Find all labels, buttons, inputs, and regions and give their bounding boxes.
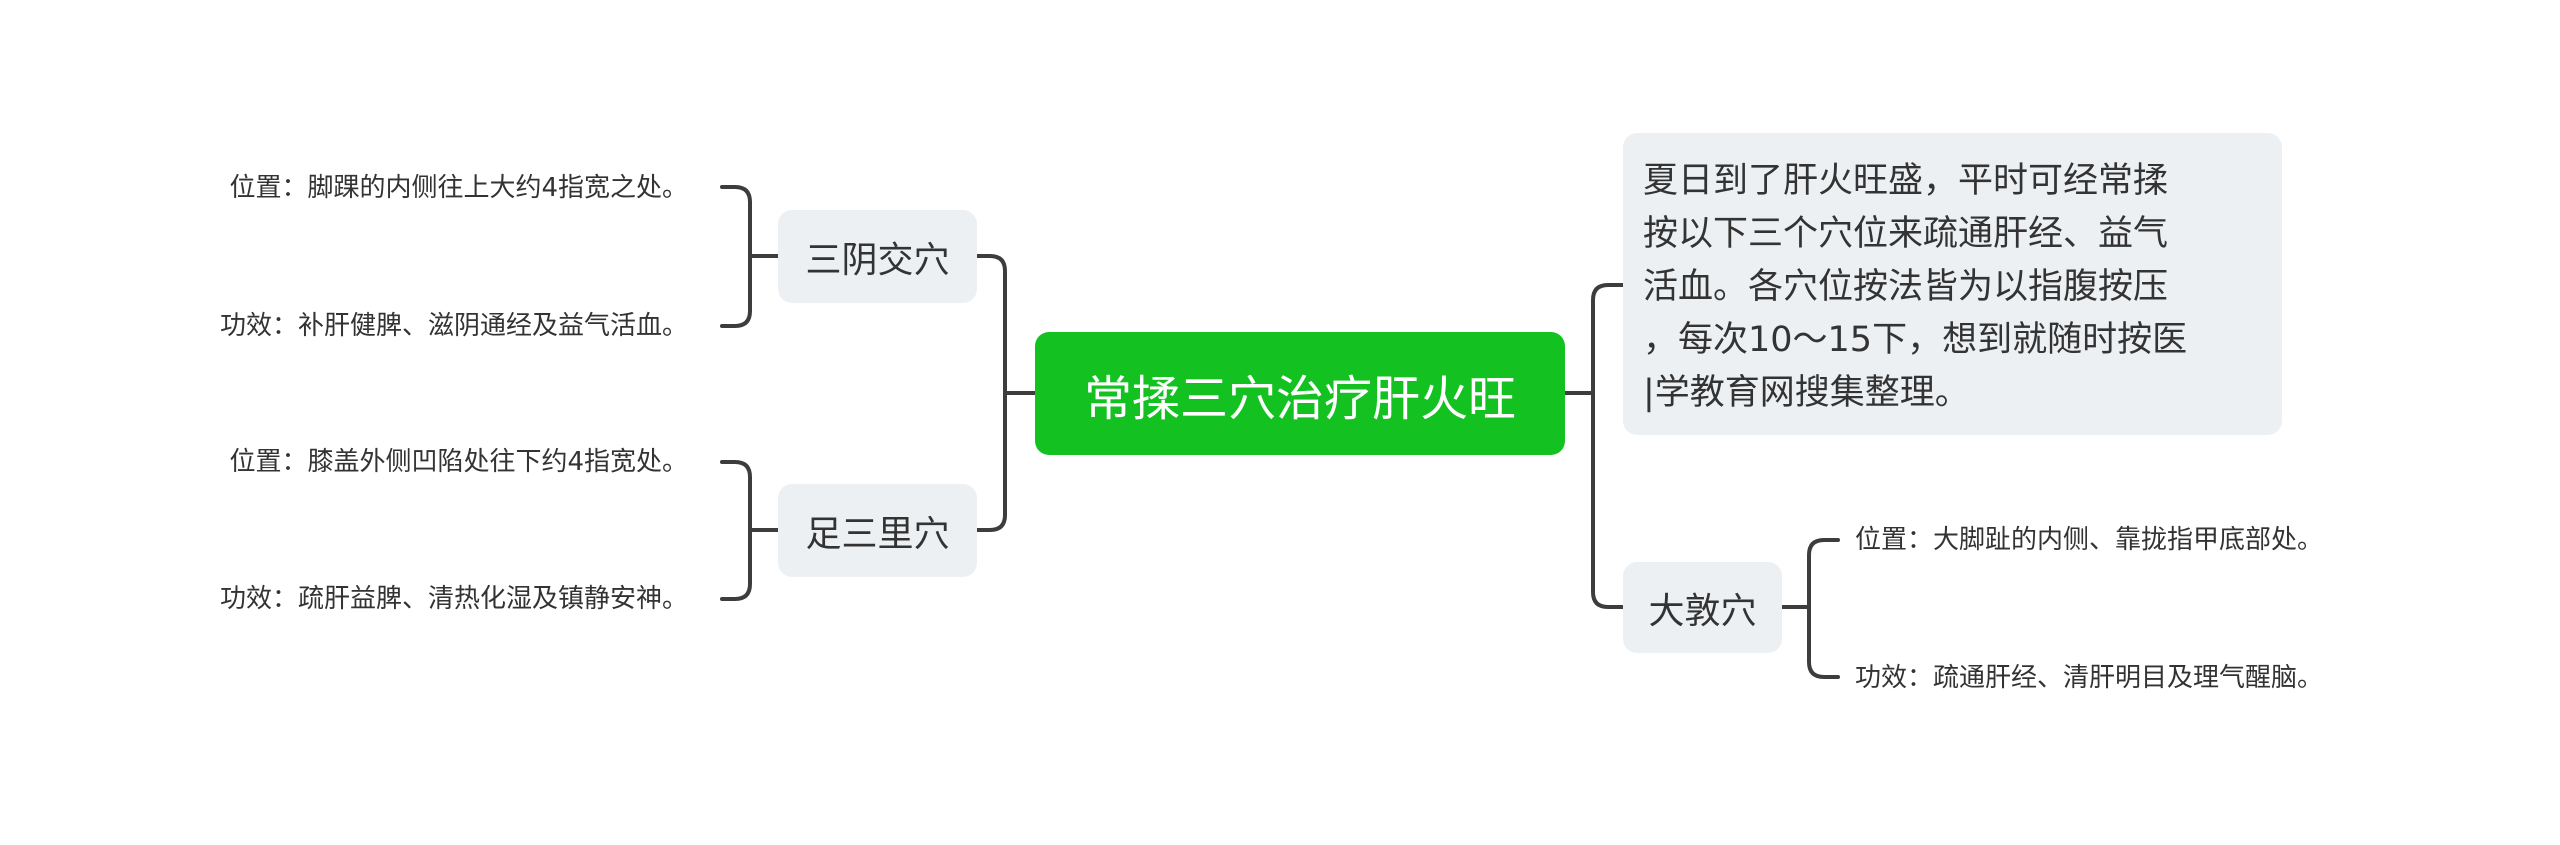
subtopic-sanyinjiao-location[interactable]: 位置：脚踝的内侧往上大约4指宽之处。 — [229, 173, 688, 203]
note-line: ，每次10～15下，想到就随时按医 — [1643, 320, 2188, 360]
note-line: |学教育网搜集整理。 — [1643, 373, 1970, 413]
note-line: 按以下三个穴位来疏通肝经、益气 — [1643, 214, 2169, 254]
topic-label: 三阴交穴 — [805, 239, 950, 281]
topic-zusanli[interactable]: 足三里穴 — [778, 484, 977, 577]
subtopic-dadun-effect[interactable]: 功效：疏通肝经、清肝明目及理气醒脑。 — [1855, 663, 2324, 693]
root-node-label: 常揉三穴治疗肝火旺 — [1083, 370, 1516, 427]
subtopic-zusanli-effect[interactable]: 功效：疏肝益脾、清热化湿及镇静安神。 — [219, 584, 688, 614]
topic-sanyinjiao[interactable]: 三阴交穴 — [778, 210, 977, 303]
subtopic-dadun-location[interactable]: 位置：大脚趾的内侧、靠拢指甲底部处。 — [1855, 525, 2324, 555]
topic-dadun[interactable]: 大敦穴 — [1623, 562, 1782, 653]
topic-intro-note[interactable]: 夏日到了肝火旺盛，平时可经常揉 按以下三个穴位来疏通肝经、益气 活血。各穴位按法… — [1623, 133, 2282, 435]
topic-label: 足三里穴 — [805, 513, 950, 555]
subtopic-sanyinjiao-effect[interactable]: 功效：补肝健脾、滋阴通经及益气活血。 — [219, 311, 688, 341]
topic-label: 大敦穴 — [1648, 590, 1757, 632]
note-line: 夏日到了肝火旺盛，平时可经常揉 — [1643, 161, 2169, 201]
root-node[interactable]: 常揉三穴治疗肝火旺 — [1035, 332, 1565, 455]
subtopic-zusanli-location[interactable]: 位置：膝盖外侧凹陷处往下约4指宽处。 — [229, 447, 688, 477]
note-line: 活血。各穴位按法皆为以指腹按压 — [1643, 267, 2169, 307]
